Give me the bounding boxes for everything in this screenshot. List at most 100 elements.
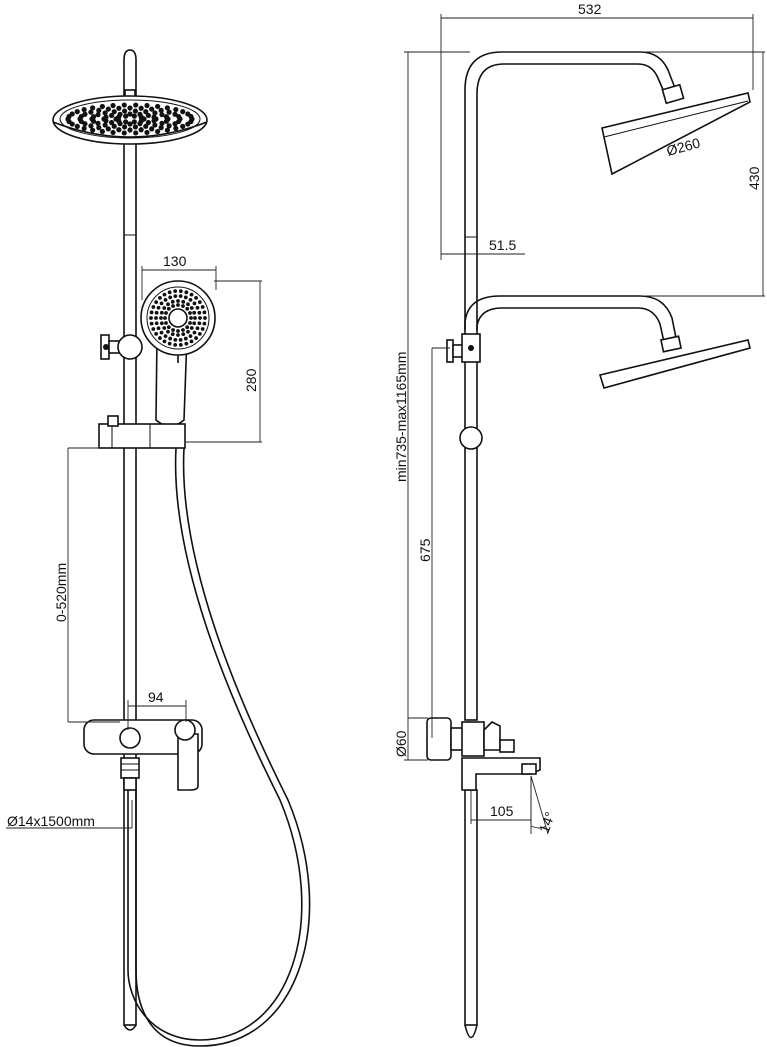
hand-nozzle bbox=[176, 303, 180, 307]
hand-nozzles bbox=[149, 289, 207, 347]
hand-nozzle bbox=[163, 334, 168, 339]
side-mixer bbox=[426, 717, 541, 791]
rain-nozzle bbox=[109, 119, 115, 126]
rain-nozzle bbox=[159, 120, 165, 126]
rain-nozzle bbox=[82, 111, 88, 117]
rain-nozzle bbox=[127, 121, 133, 127]
rain-nozzle bbox=[144, 102, 150, 109]
hand-nozzle bbox=[178, 289, 183, 294]
hand-nozzle bbox=[192, 321, 197, 326]
label-94: 94 bbox=[148, 689, 164, 705]
rain-nozzle bbox=[95, 120, 101, 126]
hand-nozzle bbox=[195, 326, 200, 331]
hand-nozzle bbox=[181, 332, 186, 337]
hand-nozzle bbox=[159, 310, 164, 315]
rain-nozzle bbox=[90, 127, 96, 133]
rain-nozzle bbox=[158, 125, 164, 131]
front-mixer bbox=[83, 719, 203, 791]
hand-nozzle bbox=[173, 337, 178, 342]
dim-angle-14: 14° bbox=[530, 775, 558, 835]
hand-nozzle bbox=[168, 336, 173, 341]
hand-nozzle bbox=[188, 311, 192, 315]
rain-nozzle bbox=[90, 114, 97, 120]
rain-nozzle bbox=[81, 125, 87, 132]
hand-nozzle bbox=[183, 295, 188, 300]
front-view: 130 280 0-520mm 94 Ø14x1500mm bbox=[6, 49, 311, 1047]
rain-nozzle bbox=[145, 119, 151, 126]
rain-nozzle bbox=[180, 109, 186, 115]
rain-nozzle bbox=[176, 113, 182, 120]
hand-nozzle bbox=[189, 292, 194, 297]
hand-nozzle bbox=[195, 305, 200, 310]
hand-nozzle bbox=[192, 310, 197, 315]
side-rail bbox=[464, 51, 676, 1039]
hand-nozzle bbox=[194, 336, 198, 340]
rain-nozzle bbox=[109, 112, 115, 119]
rain-nozzle bbox=[99, 103, 105, 110]
side-slider-ball bbox=[459, 426, 483, 450]
rain-nozzle bbox=[90, 105, 96, 111]
hand-nozzle bbox=[200, 327, 205, 331]
rain-nozzle bbox=[180, 123, 186, 129]
hand-nozzle bbox=[200, 305, 205, 309]
rain-nozzle bbox=[172, 111, 178, 117]
hand-nozzle bbox=[189, 316, 193, 320]
hand-nozzle bbox=[173, 342, 178, 347]
hand-nozzle bbox=[203, 316, 207, 320]
rain-nozzle bbox=[133, 102, 139, 108]
hand-nozzle bbox=[194, 296, 198, 300]
hand-nozzle bbox=[197, 310, 202, 315]
hand-nozzle bbox=[164, 311, 168, 315]
rain-nozzle bbox=[116, 127, 122, 133]
rain-nozzle bbox=[111, 109, 117, 115]
rain-nozzle bbox=[149, 126, 155, 132]
hand-nozzle bbox=[189, 326, 194, 330]
side-view: Ø260 bbox=[393, 1, 765, 1039]
rain-nozzle bbox=[116, 105, 122, 111]
hand-nozzle bbox=[186, 329, 190, 334]
rain-nozzle bbox=[166, 123, 172, 129]
rain-nozzle bbox=[138, 105, 144, 111]
hand-nozzle bbox=[173, 294, 178, 299]
hand-nozzle bbox=[185, 306, 190, 311]
rain-nozzle bbox=[159, 112, 165, 118]
hand-nozzle bbox=[198, 316, 202, 320]
rain-nozzle bbox=[121, 124, 128, 130]
hand-nozzle bbox=[166, 325, 171, 330]
hand-nozzle bbox=[184, 290, 189, 295]
rain-nozzle bbox=[69, 111, 75, 117]
hand-nozzle bbox=[154, 300, 159, 305]
hand-nozzle bbox=[159, 301, 164, 306]
hand-nozzle bbox=[162, 292, 167, 297]
dim-105: 105 bbox=[470, 776, 532, 824]
hand-nozzle bbox=[171, 328, 175, 332]
hand-nozzle bbox=[149, 316, 153, 320]
rain-nozzle bbox=[176, 118, 182, 125]
side-top-head: Ø260 bbox=[601, 83, 751, 176]
rain-nozzle bbox=[102, 122, 108, 128]
rain-nozzle bbox=[121, 108, 128, 114]
label-angle-14: 14° bbox=[536, 810, 558, 835]
rain-nozzle bbox=[158, 107, 164, 113]
rain-nozzle bbox=[105, 106, 111, 112]
rain-nozzle bbox=[132, 124, 139, 130]
rain-nozzle bbox=[95, 112, 101, 118]
rain-nozzle bbox=[172, 121, 178, 127]
hand-nozzle bbox=[162, 326, 167, 330]
hand-nozzle bbox=[178, 342, 183, 347]
hand-nozzle bbox=[189, 339, 194, 344]
hand-nozzle bbox=[173, 289, 178, 294]
rain-nozzle bbox=[133, 130, 139, 136]
hand-nozzle bbox=[154, 331, 159, 336]
label-532: 532 bbox=[578, 1, 602, 17]
hand-nozzle bbox=[202, 310, 207, 315]
rain-nozzle bbox=[96, 125, 102, 131]
rain-nozzle bbox=[123, 113, 129, 119]
rain-nozzle bbox=[82, 121, 88, 127]
hand-nozzle bbox=[197, 331, 202, 336]
rain-nozzle bbox=[123, 119, 129, 125]
hand-nozzle bbox=[202, 321, 207, 326]
hand-nozzle bbox=[189, 306, 194, 310]
rain-nozzle bbox=[88, 109, 94, 115]
rain-nozzle bbox=[155, 103, 161, 110]
